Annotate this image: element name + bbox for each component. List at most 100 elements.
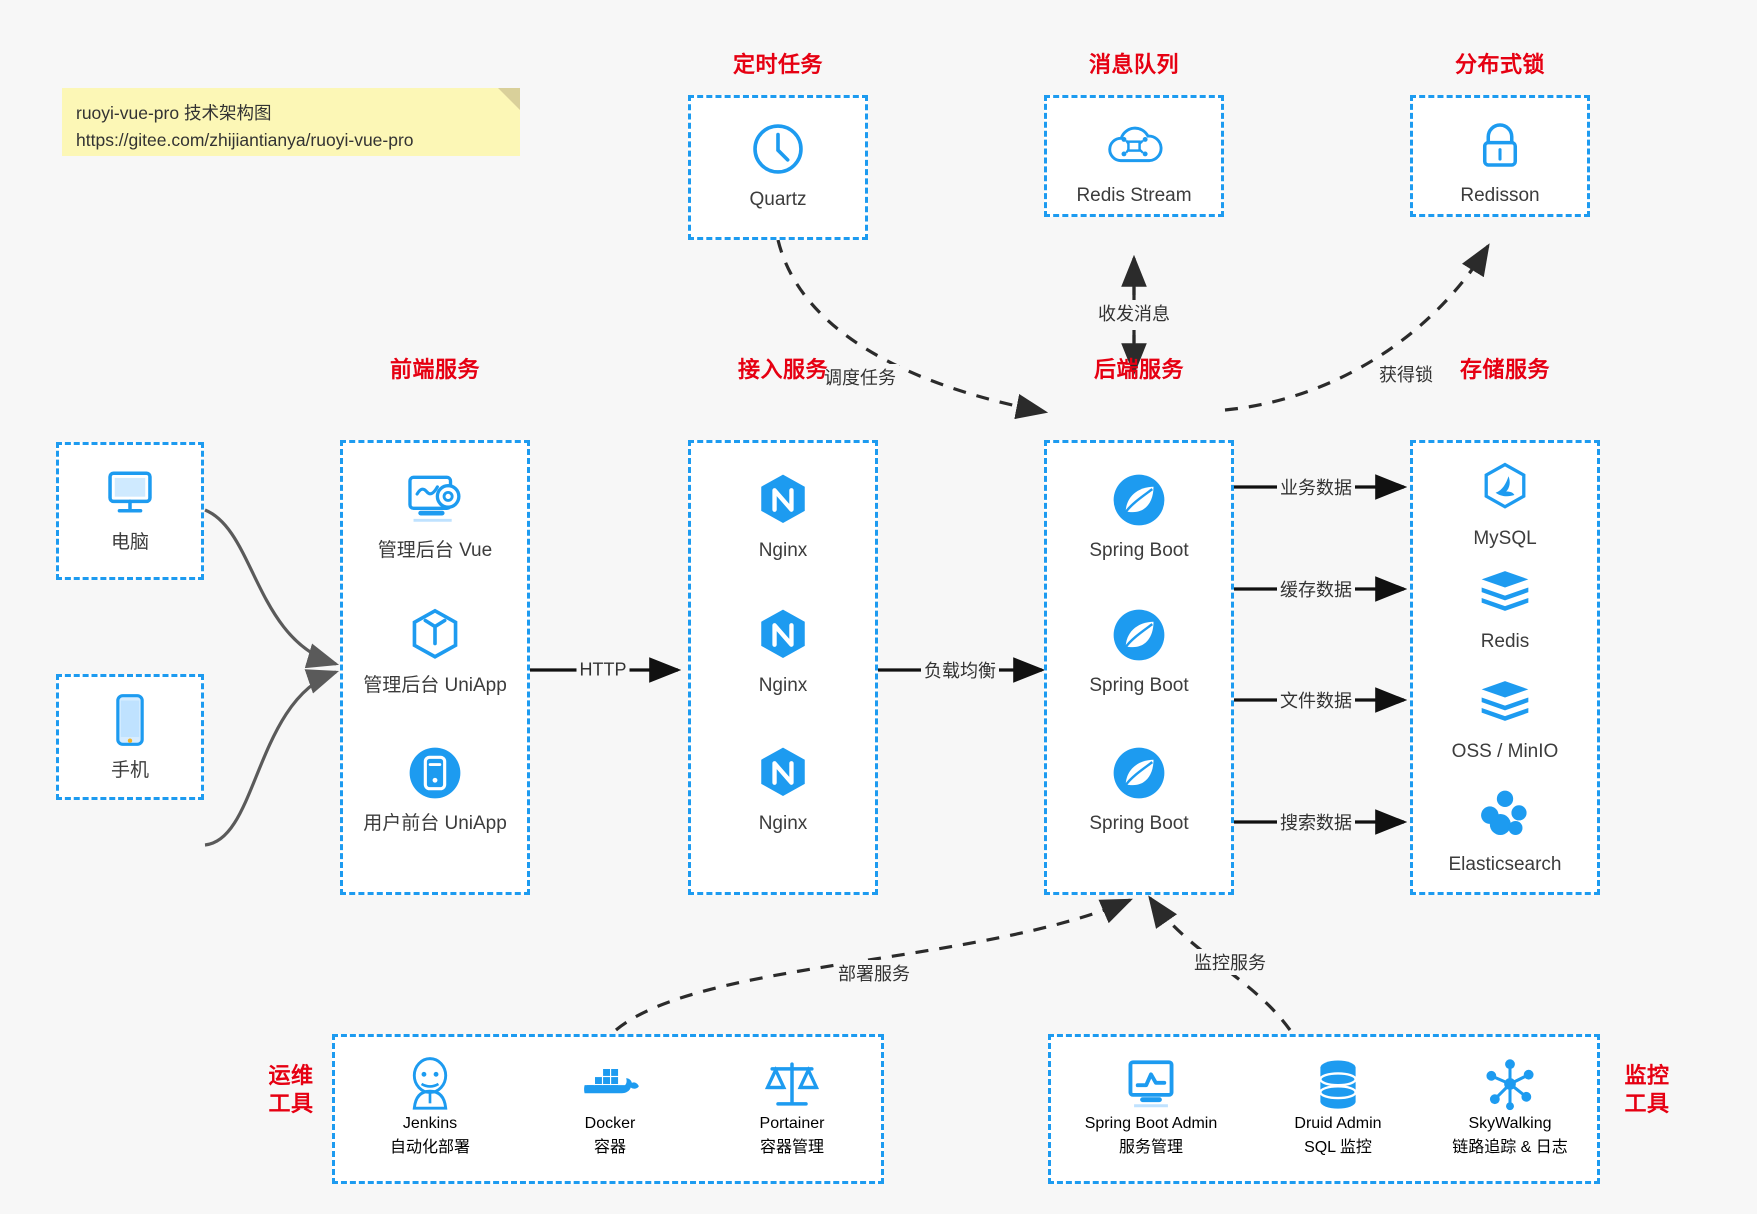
group-title-mq: 消息队列 — [1088, 52, 1179, 77]
group-title-scheduler: 定时任务 — [732, 52, 823, 77]
node-admin-vue[interactable]: 管理后台 Vue — [343, 469, 527, 564]
node-redis-stream[interactable]: Redis Stream — [1047, 114, 1221, 209]
node-spring-boot-2[interactable]: Spring Boot — [1047, 604, 1231, 699]
node-label: Nginx — [758, 675, 808, 696]
node-sublabel: 容器 — [593, 1139, 626, 1156]
skywalking-icon — [1419, 1053, 1601, 1115]
node-mobile[interactable]: 手机 — [59, 689, 201, 784]
node-mysql[interactable]: MySQL — [1413, 457, 1597, 552]
cube-icon — [343, 604, 527, 666]
nginx-icon — [691, 742, 875, 804]
group-mq: Redis Stream — [1044, 95, 1224, 217]
node-label: 管理后台 Vue — [377, 540, 493, 561]
group-scheduler: Quartz — [688, 95, 868, 240]
group-client-mobile: 手机 — [56, 674, 204, 800]
node-label: Quartz — [749, 189, 807, 210]
node-label: 管理后台 UniApp — [363, 675, 507, 696]
spring-icon — [1047, 742, 1231, 804]
node-nginx-1[interactable]: Nginx — [691, 469, 875, 564]
cloud-stream-icon — [1047, 114, 1221, 176]
note-fold-icon — [498, 88, 520, 110]
node-label: 电脑 — [110, 532, 149, 553]
edge-label-mq-messages: 收发消息 — [1095, 300, 1173, 326]
redis-icon — [1413, 670, 1597, 732]
node-portainer[interactable]: Portainer 容器管理 — [707, 1053, 877, 1157]
spring-icon — [1047, 604, 1231, 666]
node-quartz[interactable]: Quartz — [691, 118, 865, 213]
edge-label-schedule-task: 调度任务 — [821, 364, 899, 390]
group-devops: Jenkins 自动化部署 Docker 容器 — [332, 1034, 884, 1184]
docker-icon — [525, 1053, 695, 1115]
node-nginx-3[interactable]: Nginx — [691, 742, 875, 837]
node-redis[interactable]: Redis — [1413, 560, 1597, 655]
edge-label-deploy-service: 部署服务 — [835, 960, 913, 986]
lock-icon — [1413, 114, 1587, 176]
node-sublabel: 链路追踪 & 日志 — [1452, 1139, 1568, 1156]
node-sublabel: 自动化部署 — [389, 1139, 470, 1156]
edge-label-monitor-service: 监控服务 — [1191, 949, 1269, 975]
group-title-monitor: 监控 工具 — [1612, 1062, 1682, 1117]
node-user-uniapp[interactable]: 用户前台 UniApp — [343, 742, 527, 837]
node-skywalking[interactable]: SkyWalking 链路追踪 & 日志 — [1419, 1053, 1601, 1157]
node-label: Redisson — [1460, 185, 1540, 206]
node-admin-uniapp[interactable]: 管理后台 UniApp — [343, 604, 527, 699]
node-label: Redis — [1480, 631, 1530, 652]
group-title-frontend: 前端服务 — [389, 357, 480, 382]
clock-icon — [691, 118, 865, 180]
group-lock: Redisson — [1410, 95, 1590, 217]
node-redisson[interactable]: Redisson — [1413, 114, 1587, 209]
node-label: Nginx — [758, 813, 808, 834]
node-label: 手机 — [110, 760, 149, 781]
edge-label-file-data: 文件数据 — [1277, 687, 1355, 713]
nginx-icon — [691, 604, 875, 666]
node-label: Spring Boot — [1089, 675, 1189, 696]
edge-label-search-data: 搜索数据 — [1277, 809, 1355, 835]
node-nginx-2[interactable]: Nginx — [691, 604, 875, 699]
node-label: Docker — [584, 1115, 636, 1132]
node-druid-admin[interactable]: Druid Admin SQL 监控 — [1253, 1053, 1423, 1157]
node-label: Elasticsearch — [1448, 854, 1562, 875]
group-monitor: Spring Boot Admin 服务管理 Druid Admin SQL 监… — [1048, 1034, 1600, 1184]
group-title-lock: 分布式锁 — [1454, 52, 1545, 77]
node-docker[interactable]: Docker 容器 — [525, 1053, 695, 1157]
edge-label-http: HTTP — [576, 659, 630, 681]
desktop-icon — [59, 461, 201, 523]
node-label: Spring Boot Admin — [1084, 1115, 1218, 1132]
note-line-1: ruoyi-vue-pro 技术架构图 — [76, 103, 272, 123]
redis-icon — [1413, 560, 1597, 622]
node-pc[interactable]: 电脑 — [59, 461, 201, 556]
dashboard-gear-icon — [343, 469, 527, 531]
group-title-backend: 后端服务 — [1093, 357, 1184, 382]
node-label: Jenkins — [402, 1115, 458, 1132]
node-sublabel: SQL 监控 — [1304, 1139, 1372, 1156]
node-label: Druid Admin — [1294, 1115, 1382, 1132]
group-title-monitor-line1: 监控 — [1624, 1063, 1670, 1088]
node-sublabel: 服务管理 — [1118, 1139, 1183, 1156]
node-oss-minio[interactable]: OSS / MinIO — [1413, 670, 1597, 765]
node-spring-boot-3[interactable]: Spring Boot — [1047, 742, 1231, 837]
database-icon — [1253, 1053, 1423, 1115]
node-spring-boot-1[interactable]: Spring Boot — [1047, 469, 1231, 564]
spring-icon — [1047, 469, 1231, 531]
mobile-app-icon — [343, 742, 527, 804]
group-client-pc: 电脑 — [56, 442, 204, 580]
edge-label-cache-data: 缓存数据 — [1277, 576, 1355, 602]
edge-label-acquire-lock: 获得锁 — [1376, 361, 1436, 387]
note-line-2: https://gitee.com/zhijiantianya/ruoyi-vu… — [76, 130, 414, 151]
node-label: Spring Boot — [1089, 813, 1189, 834]
diagram-note: ruoyi-vue-pro 技术架构图 https://gitee.com/zh… — [62, 88, 520, 156]
node-label: Spring Boot — [1089, 540, 1189, 561]
elasticsearch-icon — [1413, 783, 1597, 845]
edge-label-load-balance: 负载均衡 — [921, 657, 999, 683]
group-storage: MySQL Redis OSS / MinIO — [1410, 440, 1600, 895]
node-spring-boot-admin[interactable]: Spring Boot Admin 服务管理 — [1053, 1053, 1249, 1157]
node-label: 用户前台 UniApp — [363, 813, 507, 834]
node-sublabel: 容器管理 — [759, 1139, 824, 1156]
group-title-storage: 存储服务 — [1459, 357, 1550, 382]
node-label: Portainer — [759, 1115, 825, 1132]
node-label: Redis Stream — [1076, 185, 1192, 206]
node-jenkins[interactable]: Jenkins 自动化部署 — [345, 1053, 515, 1157]
node-elasticsearch[interactable]: Elasticsearch — [1413, 783, 1597, 878]
node-label: Nginx — [758, 540, 808, 561]
